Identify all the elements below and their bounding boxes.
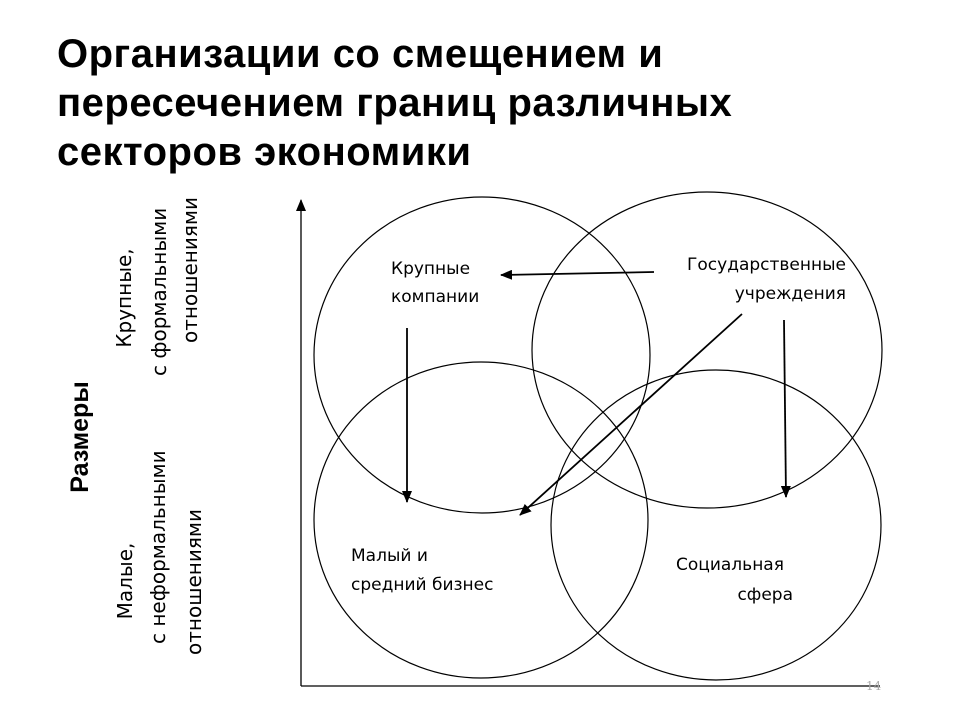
label-state-line1: Государственные [687, 255, 846, 275]
circle-sme [313, 361, 649, 679]
circle-state-institutions [531, 191, 883, 509]
label-large-companies-line1: Крупные [391, 259, 470, 279]
slide-title: Организации со смещением и пересечением … [57, 30, 937, 177]
label-state-line2: учреждения [735, 284, 846, 304]
arrow-state-to-sme [519, 313, 743, 516]
label-large-companies-line2: компании [391, 287, 479, 307]
title-line-3: секторов экономики [57, 130, 472, 174]
arrow-state-to-social [780, 319, 791, 498]
title-line-2: пересечением границ различных [57, 81, 733, 125]
label-social-line2: сфера [737, 585, 793, 605]
circle-social-sphere [550, 369, 882, 681]
label-sme-line2: средний бизнес [351, 575, 493, 595]
label-sme-line1: Малый и [351, 546, 428, 566]
circle-large-companies [313, 196, 651, 514]
arrow-state-to-large [500, 269, 655, 280]
page-number: 14 [866, 679, 882, 693]
title-line-1: Организации со смещением и [57, 32, 664, 76]
label-social-line1: Социальная [676, 555, 784, 575]
